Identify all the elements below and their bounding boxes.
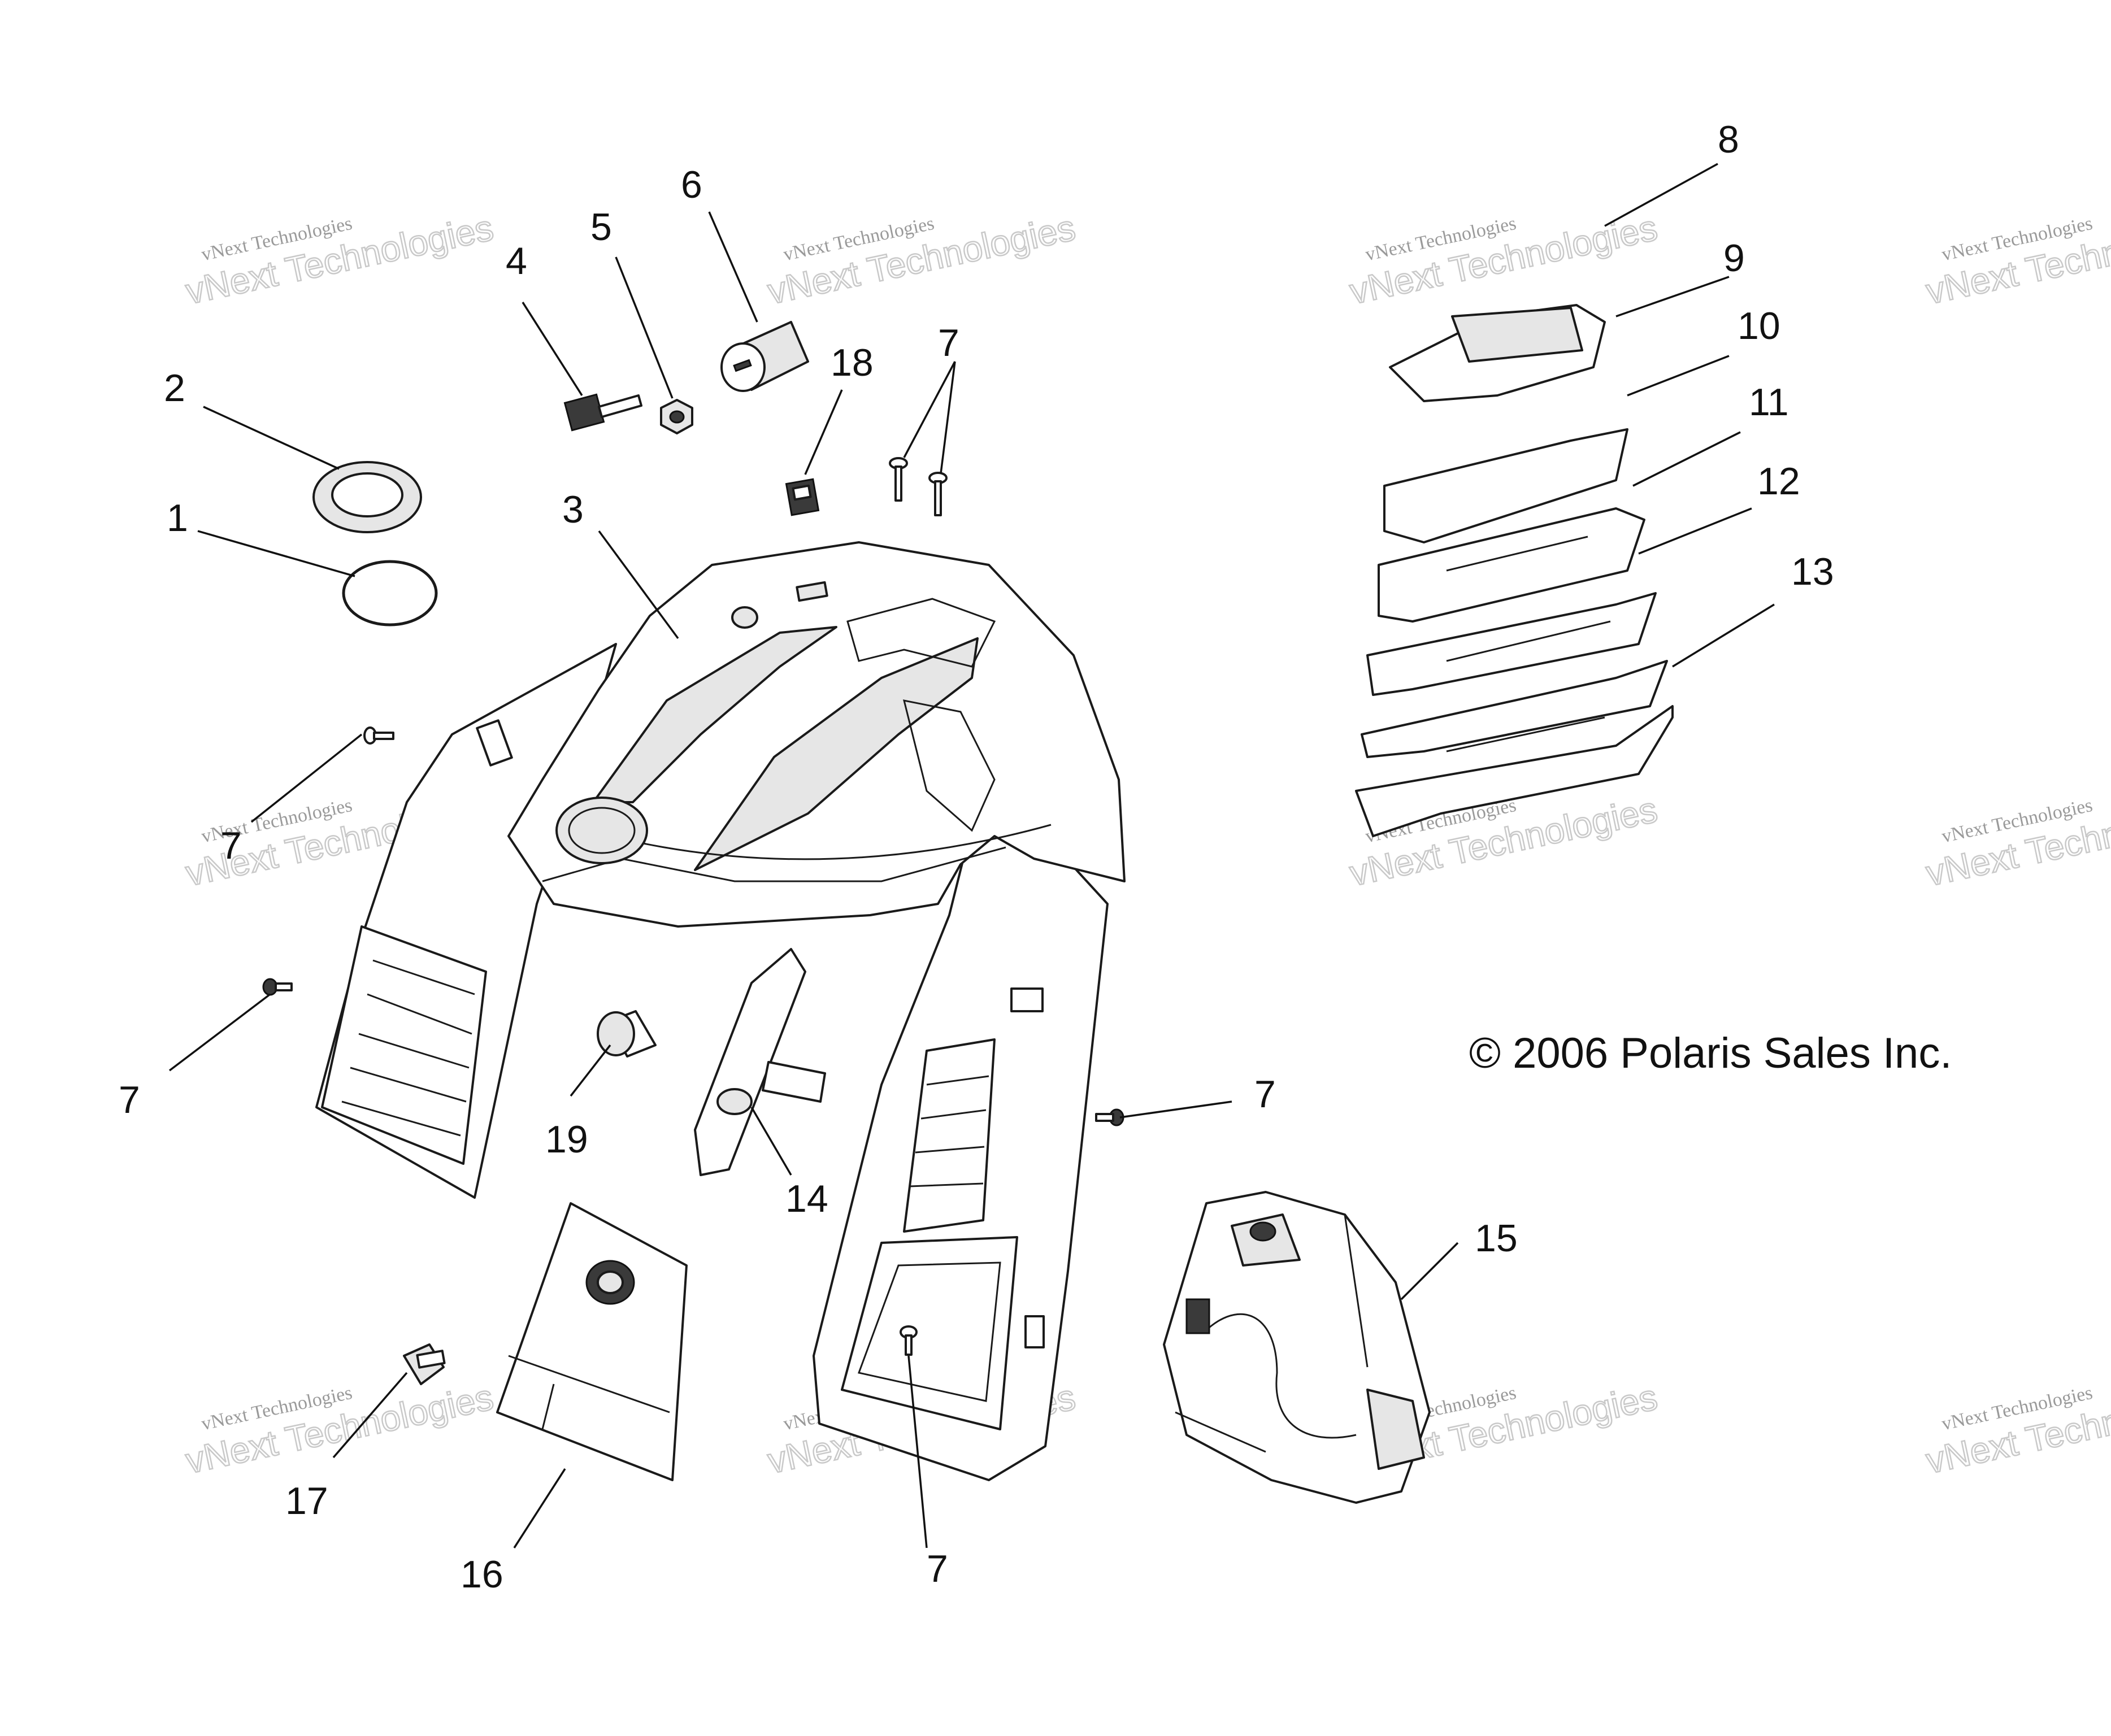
- callout-17: 17: [285, 1480, 328, 1522]
- left-vent: [321, 925, 487, 1165]
- part-19-bushing: [597, 1010, 657, 1058]
- watermark: vNext Technologies vNext Technologies: [1345, 206, 1661, 312]
- callout-14: 14: [785, 1177, 828, 1220]
- callout-13: 13: [1791, 550, 1834, 593]
- callout-5: 5: [590, 206, 612, 249]
- callout-12: 12: [1757, 460, 1800, 503]
- ignition-hole: [731, 606, 758, 629]
- part-5-nut-icon: [660, 399, 693, 434]
- callout-9: 9: [1723, 237, 1745, 280]
- watermark: vNext Technologies vNext Technologies: [1922, 788, 2111, 894]
- callout-6: 6: [681, 163, 702, 206]
- part-17-push-fastener: [403, 1343, 446, 1385]
- part-14-bracket: [694, 948, 826, 1176]
- callout-7-right: 7: [1254, 1073, 1276, 1116]
- callout-16: 16: [461, 1553, 503, 1596]
- callout-15: 15: [1475, 1217, 1518, 1260]
- leader-lines: [168, 163, 1775, 1548]
- plate-11: [1366, 592, 1657, 696]
- plate-9: [1383, 428, 1628, 543]
- part-15-storage-box: [1163, 1191, 1431, 1504]
- watermark: vNext Technologies vNext Technologies: [1922, 1376, 2111, 1482]
- callout-10: 10: [1738, 304, 1780, 347]
- part-4-key-icon: [563, 393, 642, 432]
- callout-1: 1: [167, 497, 188, 539]
- screw-icon: [363, 726, 394, 745]
- callout-18: 18: [831, 341, 874, 384]
- part-7-screws: [262, 457, 1124, 1356]
- screw-icon: [928, 472, 948, 516]
- callout-labels: 1 2 3 4 5 6 7 18 8 9 10 11 12 13 7 7 7 7…: [119, 118, 1834, 1596]
- watermark: vNext Technologies vNext Technologies: [763, 206, 1079, 312]
- plate-13: [1355, 705, 1674, 837]
- callout-3: 3: [562, 488, 584, 531]
- part-18-rocker-switch: [785, 478, 820, 516]
- screw-icon: [900, 1325, 918, 1356]
- callout-8: 8: [1718, 118, 1739, 161]
- callout-19: 19: [545, 1118, 588, 1161]
- callout-2: 2: [164, 367, 185, 410]
- parts-8-13-plate-stack: [1355, 304, 1674, 837]
- part-16-access-panel: [496, 1202, 688, 1481]
- right-vent-lower: [841, 1236, 1018, 1430]
- part-1-o-ring: [342, 560, 438, 626]
- watermark: vNext Technologies vNext Technologies: [181, 206, 497, 312]
- screw-icon: [889, 457, 908, 502]
- copyright-notice: © 2006 Polaris Sales Inc.: [1469, 1029, 1952, 1077]
- part-3-console-hood: [315, 541, 1126, 1481]
- callout-7-top: 7: [938, 321, 959, 364]
- callout-7-bottom: 7: [927, 1547, 948, 1590]
- screw-icon: [262, 978, 293, 996]
- callout-7-left-lower: 7: [119, 1078, 140, 1121]
- watermark: vNext Technologies vNext Technologies: [181, 1376, 497, 1482]
- part-2-gauge-bezel: [312, 461, 422, 533]
- plate-12: [1361, 660, 1668, 758]
- callout-11: 11: [1749, 381, 1789, 424]
- callout-7-left-upper: 7: [220, 824, 242, 867]
- part-6-ignition-switch: [720, 321, 809, 392]
- plate-10: [1378, 507, 1645, 623]
- watermark: vNext Technologies vNext Technologies: [1922, 206, 2111, 312]
- callout-4: 4: [506, 240, 527, 282]
- switch-slot: [796, 581, 828, 602]
- screw-icon: [1095, 1108, 1124, 1126]
